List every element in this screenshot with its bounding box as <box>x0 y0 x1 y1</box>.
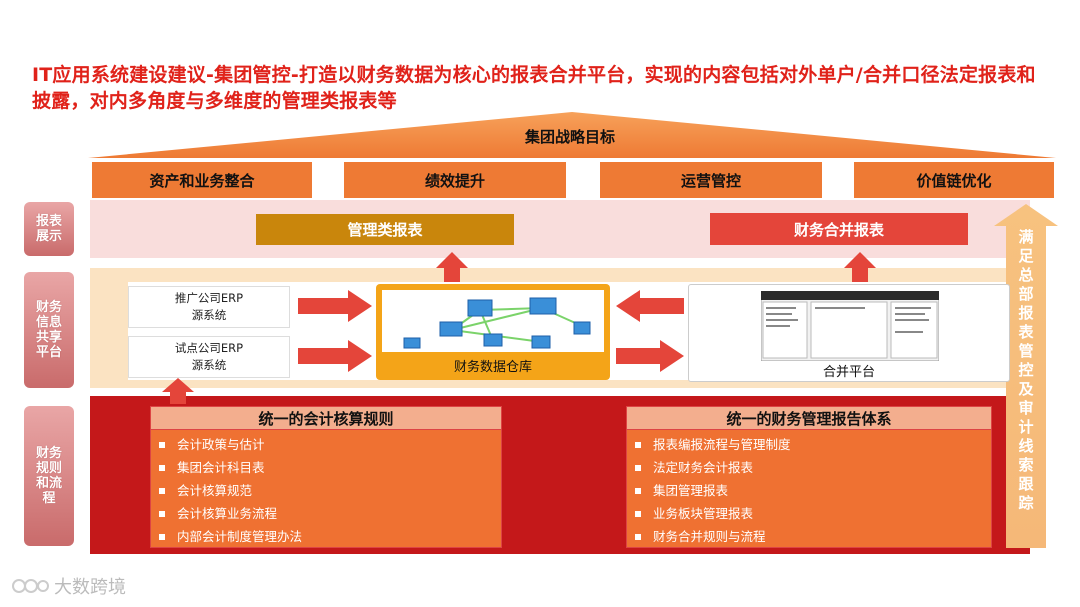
cube-network-icon <box>403 297 591 349</box>
source-name: 试点公司ERP <box>174 341 244 355</box>
data-warehouse: 财务数据仓库 <box>376 284 610 380</box>
source-name: 推广公司ERP <box>174 291 244 305</box>
accounting-rules-heading: 统一的会计核算规则 <box>151 407 501 430</box>
watermark: 大数跨境 <box>10 574 126 598</box>
side-label-info-platform: 财务信息共享平台 <box>24 272 74 388</box>
list-item: 会计核算业务流程 <box>159 502 302 525</box>
warehouse-label: 财务数据仓库 <box>453 360 532 375</box>
list-item: 法定财务会计报表 <box>635 456 791 479</box>
list-item: 会计政策与估计 <box>159 433 302 456</box>
side-label-report-display: 报表展示 <box>24 202 74 256</box>
accounting-rules-list: 会计政策与估计 集团会计科目表 会计核算规范 会计核算业务流程 内部会计制度管理… <box>159 433 302 548</box>
financial-report-box: 财务合并报表 <box>710 213 968 245</box>
reporting-system-box: 统一的财务管理报告体系 报表编报流程与管理制度 法定财务会计报表 集团管理报表 … <box>626 406 992 548</box>
list-item: 内部会计制度管理办法 <box>159 525 302 548</box>
platform-label: 合并平台 <box>822 365 875 380</box>
arrow-warehouse-to-mgmt-report <box>436 252 468 282</box>
consolidation-platform: 合并平台 <box>688 284 1010 382</box>
audit-arrow-shape <box>994 204 1058 548</box>
accounting-rules-box: 统一的会计核算规则 会计政策与估计 集团会计科目表 会计核算规范 会计核算业务流… <box>150 406 502 548</box>
arrow-source1-to-warehouse <box>298 290 372 322</box>
goal-asset-integration: 资产和业务整合 <box>92 162 312 198</box>
list-item: 集团会计科目表 <box>159 456 302 479</box>
bullet-icon <box>635 533 641 540</box>
source-system-pilot: 试点公司ERP 源系统 <box>128 336 290 378</box>
reporting-system-heading: 统一的财务管理报告体系 <box>627 407 991 430</box>
warehouse-diagram <box>382 290 604 352</box>
list-item: 会计核算规范 <box>159 479 302 502</box>
audit-arrow-label: 满足总部报表管控及审计线索跟踪 <box>1018 228 1034 512</box>
management-report-box: 管理类报表 <box>256 214 514 245</box>
source-type: 源系统 <box>191 308 227 322</box>
reporting-system-list: 报表编报流程与管理制度 法定财务会计报表 集团管理报表 业务板块管理报表 财务合… <box>635 433 791 548</box>
bullet-icon <box>159 533 165 540</box>
arrow-platform-to-fin-report <box>844 252 876 282</box>
source-system-promoted: 推广公司ERP 源系统 <box>128 286 290 328</box>
bullet-icon <box>159 510 165 517</box>
roof-label: 集团战略目标 <box>524 128 615 146</box>
side-label-rules: 财务规则和流程 <box>24 406 74 546</box>
source-type: 源系统 <box>191 358 227 372</box>
arrow-source2-to-warehouse <box>298 340 372 372</box>
logo-icon <box>12 579 49 593</box>
list-item: 报表编报流程与管理制度 <box>635 433 791 456</box>
arrow-rules-to-sources <box>162 378 194 404</box>
watermark-text: 大数跨境 <box>54 577 126 598</box>
arrow-warehouse-to-platform-bottom <box>616 340 684 372</box>
bullet-icon <box>159 487 165 494</box>
bullet-icon <box>635 441 641 448</box>
arrow-platform-to-warehouse-top <box>616 290 684 322</box>
goal-performance: 绩效提升 <box>344 162 566 198</box>
platform-screenshot-thumbnail <box>761 291 939 361</box>
bullet-icon <box>635 487 641 494</box>
bullet-icon <box>159 464 165 471</box>
page-title: IT应用系统建设建议-集团管控-打造以财务数据为核心的报表合并平台，实现的内容包… <box>32 64 1036 112</box>
roof-shape <box>88 112 1056 158</box>
list-item: 财务合并规则与流程 <box>635 525 791 548</box>
bullet-icon <box>635 510 641 517</box>
list-item: 业务板块管理报表 <box>635 502 791 525</box>
list-item: 集团管理报表 <box>635 479 791 502</box>
bullet-icon <box>635 464 641 471</box>
bullet-icon <box>159 441 165 448</box>
goal-value-chain: 价值链优化 <box>854 162 1054 198</box>
goal-operations: 运营管控 <box>600 162 822 198</box>
